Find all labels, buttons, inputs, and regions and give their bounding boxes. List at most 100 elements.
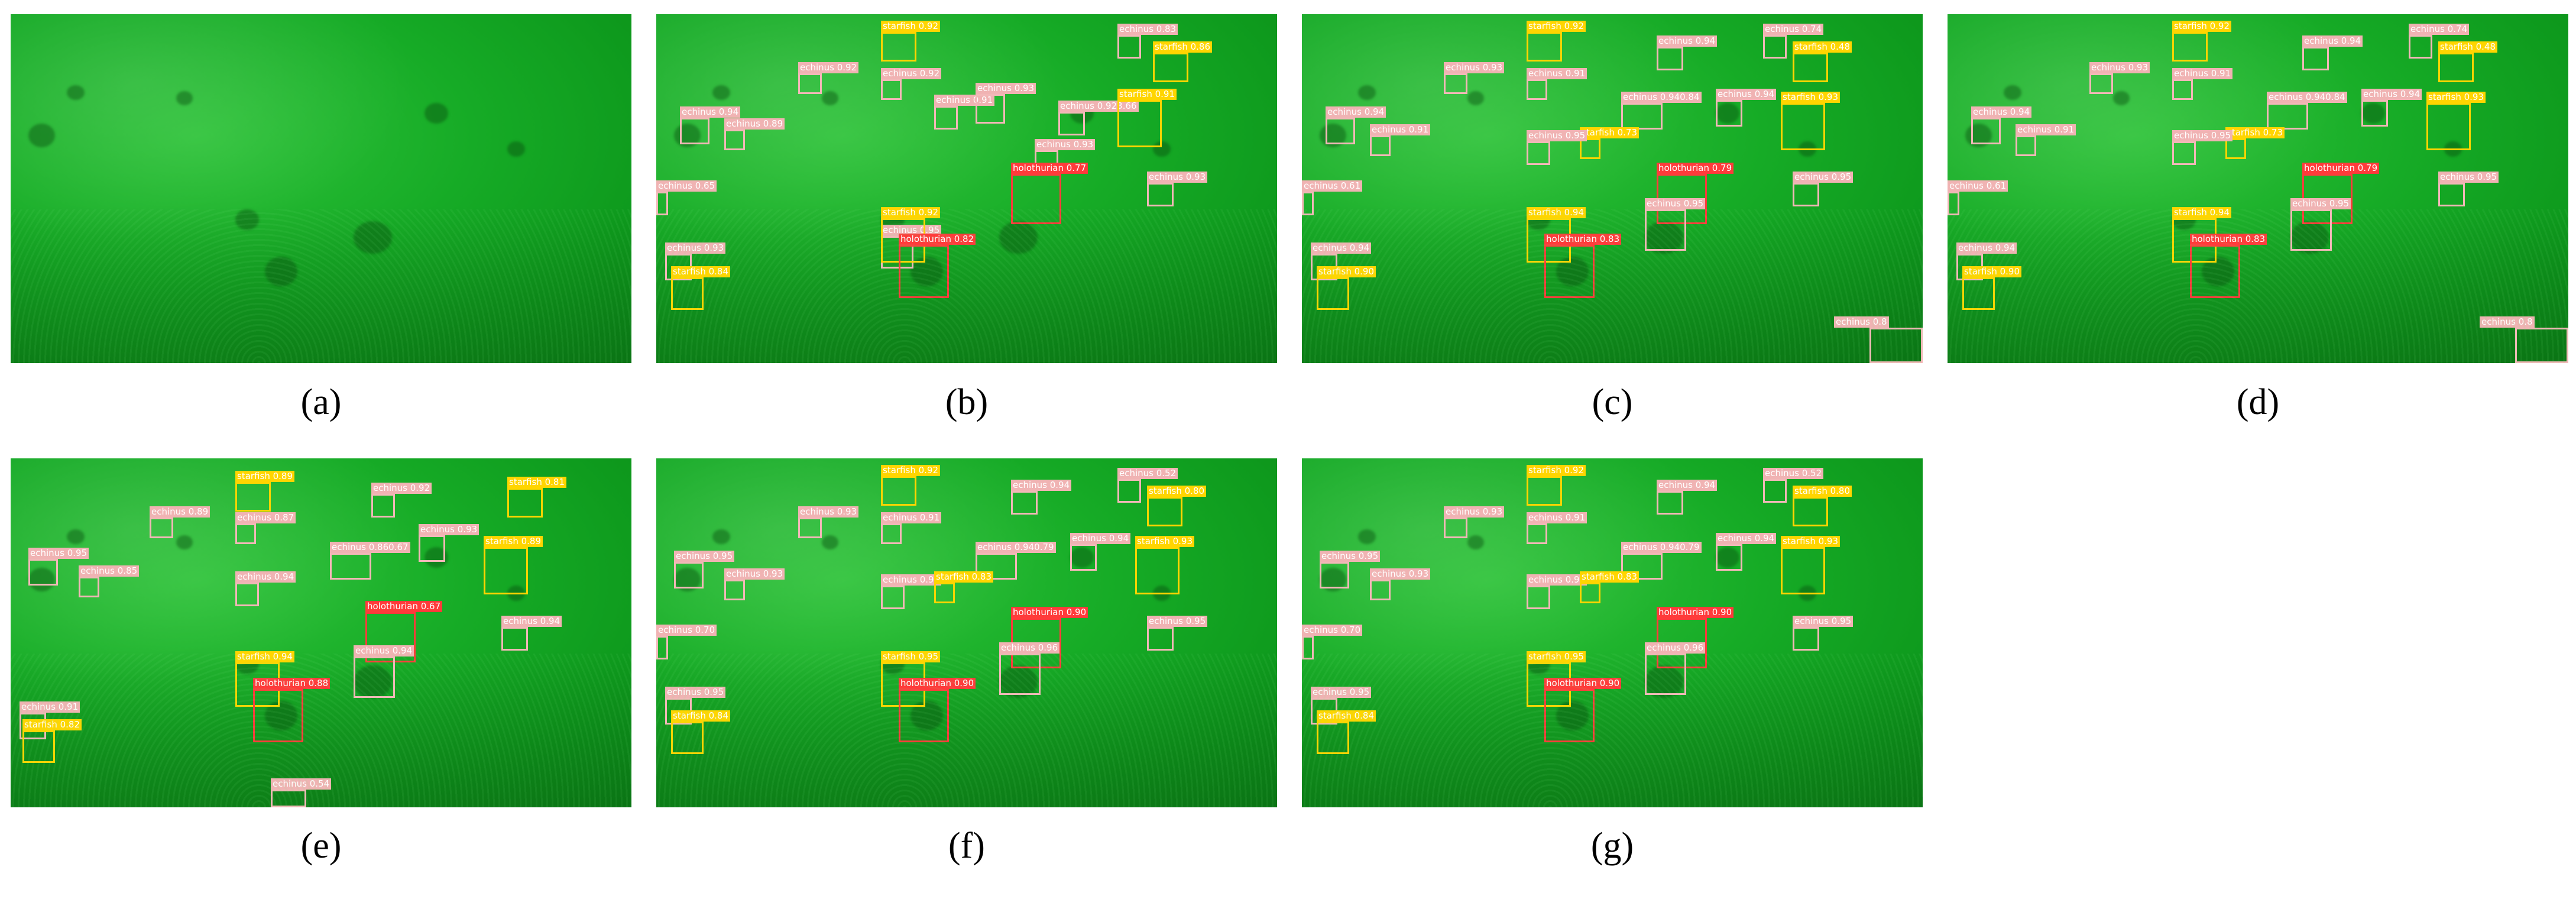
starfish-bounding-box (1527, 218, 1571, 263)
starfish-bounding-box (507, 488, 543, 518)
holothurian-bounding-box (1544, 245, 1595, 298)
detection-label: echinus 0.91 (1527, 512, 1587, 523)
panel-caption: (d) (2236, 382, 2280, 422)
detection-label: starfish 0.92 (2172, 21, 2231, 32)
echinus-bounding-box (1793, 183, 1819, 206)
echinus-bounding-box (1011, 491, 1038, 515)
echinus-bounding-box (20, 713, 46, 739)
echinus-bounding-box (1621, 553, 1663, 580)
seafloor-shadow (2004, 85, 2021, 100)
detection-label: echinus 0.93 (1370, 568, 1431, 580)
seafloor-shadow (1645, 221, 1683, 254)
detection-label: echinus 0.940.79 (976, 542, 1056, 553)
echinus-bounding-box (656, 636, 668, 659)
detection-label: echinus 0.94 (1311, 242, 1372, 254)
detection-label: holothurian 0.77 (1011, 163, 1088, 174)
starfish-bounding-box (881, 476, 916, 506)
detection-label: starfish 0.93 (2426, 92, 2486, 103)
echinus-bounding-box (1070, 544, 1097, 571)
echinus-bounding-box (976, 553, 1017, 580)
echinus-bounding-box (1869, 328, 1923, 363)
echinus-bounding-box (1302, 192, 1314, 215)
starfish-bounding-box (671, 277, 704, 310)
detection-label: echinus 0.95 (1311, 687, 1372, 698)
detection-label: starfish 0.93 (1781, 92, 1840, 103)
echinus-bounding-box (2089, 73, 2113, 94)
starfish-bounding-box (1317, 722, 1349, 754)
seafloor-shadow (354, 221, 392, 254)
detection-label: echinus 0.94 (2302, 35, 2363, 47)
seafloor-shadow (265, 701, 297, 730)
echinus-bounding-box (1058, 112, 1085, 135)
detection-label: echinus 0.940.84 (1621, 92, 1702, 103)
detection-label: holothurian 0.67 (365, 601, 443, 612)
detection-label: starfish 0.89 (484, 536, 543, 547)
holothurian-bounding-box (899, 689, 949, 742)
detection-label: echinus 0.91 (1527, 68, 1587, 79)
detection-label: starfish 0.90 (1317, 266, 1376, 277)
starfish-bounding-box (1527, 662, 1571, 707)
detection-label: echinus 0.96 (1645, 642, 1706, 654)
detection-label: echinus 0.93 (1147, 172, 1208, 183)
seafloor-shadow (507, 141, 525, 157)
detection-label: echinus 0.74 (1763, 24, 1824, 35)
echinus-bounding-box (976, 94, 1005, 124)
echinus-bounding-box (1117, 479, 1141, 503)
echinus-bounding-box (1444, 518, 1467, 538)
detection-label: echinus 0.95 (1793, 616, 1854, 627)
panel-caption: (b) (945, 382, 989, 422)
detection-label: echinus 0.94 (1716, 533, 1777, 544)
holothurian-bounding-box (1544, 689, 1595, 742)
detection-label: echinus 0.83 (1117, 24, 1178, 35)
seafloor-shadow (1716, 547, 1739, 568)
echinus-bounding-box (1621, 103, 1663, 130)
starfish-bounding-box (1781, 547, 1825, 594)
echinus-bounding-box (2361, 100, 2388, 127)
echinus-bounding-box (881, 523, 902, 544)
detection-label: echinus 0.940.79 (1621, 542, 1702, 553)
detection-label: echinus 0.95 (1527, 574, 1587, 586)
detection-label: echinus 0.94 (235, 571, 296, 583)
echinus-bounding-box (2172, 79, 2193, 100)
detection-label: echinus 0.95 (881, 574, 942, 586)
echinus-bounding-box (1956, 254, 1983, 280)
detection-label: holothurian 0.90 (1544, 678, 1622, 689)
echinus-bounding-box (2267, 103, 2308, 130)
starfish-bounding-box (881, 218, 925, 263)
detection-label: echinus 0.52 (1117, 468, 1178, 479)
detection-label: holothurian 0.82 (899, 234, 976, 245)
detection-label: echinus 0.95 (1645, 198, 1706, 209)
echinus-bounding-box (1311, 254, 1337, 280)
detection-label: echinus 0.91 (934, 95, 995, 106)
starfish-bounding-box (934, 583, 955, 603)
detection-label: echinus 0.95 (665, 687, 726, 698)
underwater-image-panel (11, 14, 631, 363)
detection-label: holothurian 0.90 (899, 678, 976, 689)
detection-label: echinus 0.92 (371, 483, 432, 494)
detection-label: echinus 0.85 (79, 565, 140, 577)
echinus-bounding-box (1527, 79, 1547, 100)
echinus-bounding-box (934, 106, 958, 130)
seafloor-shadow (425, 103, 448, 124)
echinus-bounding-box (680, 118, 709, 144)
seafloor-shadow (999, 665, 1038, 698)
seafloor-shadow (1645, 665, 1683, 698)
detection-label: echinus 0.93 (976, 83, 1036, 94)
echinus-bounding-box (798, 73, 822, 94)
detection-label: echinus 0.52 (1763, 468, 1824, 479)
echinus-bounding-box (1326, 118, 1355, 144)
seafloor-shadow (712, 85, 730, 100)
echinus-bounding-box (150, 518, 173, 538)
seafloor-shadow (910, 701, 943, 730)
detection-label: starfish 0.94 (1527, 207, 1586, 218)
detection-label: echinus 0.94 (1657, 480, 1718, 491)
detection-label: starfish 0.91 (1117, 89, 1177, 100)
panel-caption: (a) (300, 382, 342, 422)
seafloor-shadow (67, 529, 85, 544)
seafloor-shadow (265, 257, 297, 286)
detection-label: starfish 0.83 (934, 571, 993, 583)
seafloor-shadow (2290, 221, 2329, 254)
echinus-bounding-box (330, 553, 371, 580)
detection-label: echinus 0.94 (501, 616, 562, 627)
